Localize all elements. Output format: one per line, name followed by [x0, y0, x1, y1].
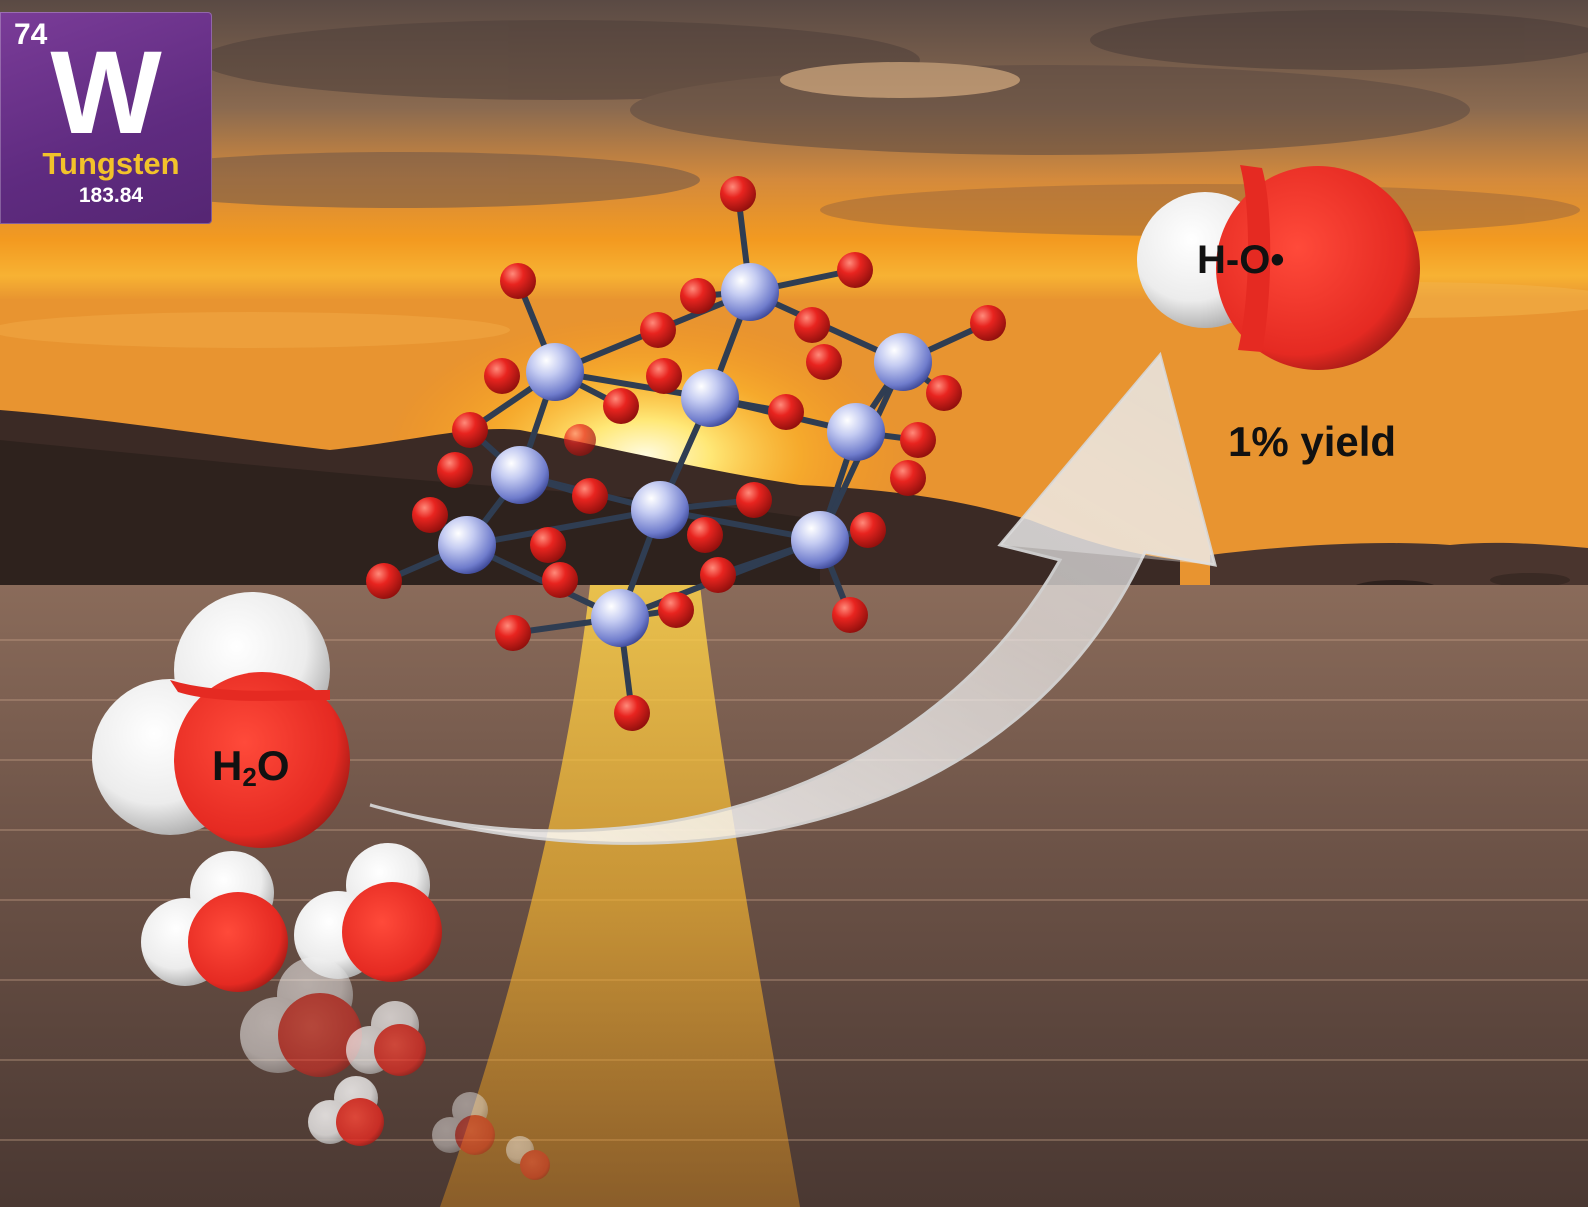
tungsten-element-card: 74 W Tungsten 183.84	[0, 12, 212, 224]
formula-base: H	[212, 742, 243, 789]
water-molecules-small	[141, 843, 550, 1180]
sun-reflection	[440, 585, 800, 1207]
formula-tail: O	[256, 742, 290, 789]
atomic-mass: 183.84	[78, 184, 144, 207]
water-formula-label: H2O	[212, 742, 289, 793]
hydroxyl-radical-label: H-O•	[1197, 238, 1285, 282]
water-molecule-icon	[92, 592, 350, 848]
hydroxyl-radical-icon	[1137, 165, 1420, 370]
element-name: Tungsten	[42, 146, 180, 181]
atomic-number: 74	[14, 18, 48, 51]
yield-label: 1% yield	[1228, 418, 1397, 465]
element-symbol: W	[50, 27, 162, 159]
tungsten-atoms	[438, 263, 932, 647]
formula-subscript: 2	[242, 762, 257, 792]
curved-arrow-icon	[369, 351, 1218, 845]
oxygen-atoms	[366, 176, 1006, 731]
